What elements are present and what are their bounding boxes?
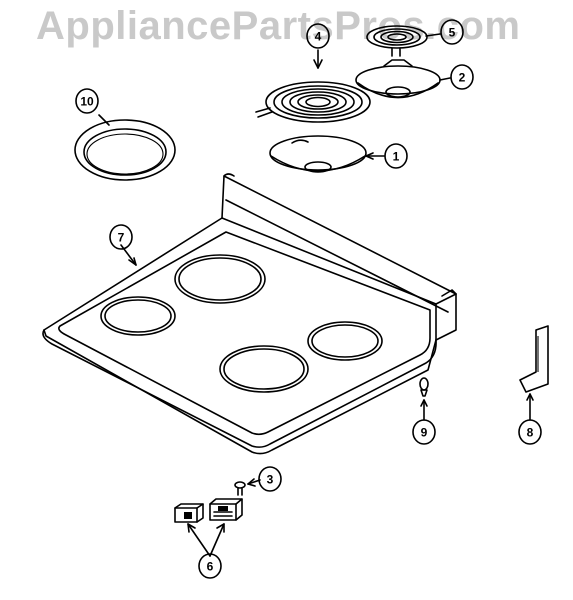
svg-text:1: 1 — [393, 150, 400, 164]
svg-text:6: 6 — [207, 560, 214, 574]
screw-part[interactable] — [234, 481, 246, 496]
large-surface-element-part[interactable] — [255, 81, 371, 123]
callout-1: 1 — [384, 143, 408, 169]
svg-text:8: 8 — [527, 426, 534, 440]
callout-7: 7 — [109, 224, 133, 250]
trim-ring-part[interactable] — [74, 119, 176, 181]
callout-10: 10 — [75, 88, 99, 114]
cooktop-part[interactable] — [42, 173, 457, 455]
svg-text:2: 2 — [459, 71, 466, 85]
callout-3: 3 — [258, 466, 282, 492]
watermark: AppliancePartsPros.com — [36, 4, 521, 48]
small-surface-element-part[interactable] — [366, 25, 428, 57]
callout-8: 8 — [518, 419, 542, 445]
svg-text:9: 9 — [421, 426, 428, 440]
callout-9: 9 — [412, 419, 436, 445]
callout-2: 2 — [450, 64, 474, 90]
terminal-block-part[interactable] — [174, 498, 243, 523]
side-trim-part[interactable] — [519, 325, 549, 393]
callout-5: 5 — [440, 19, 464, 45]
callout-6: 6 — [198, 553, 222, 579]
callout-4: 4 — [306, 23, 330, 49]
large-drip-pan-part[interactable] — [269, 135, 367, 173]
svg-text:7: 7 — [118, 231, 125, 245]
svg-text:10: 10 — [80, 95, 94, 109]
svg-text:4: 4 — [315, 30, 322, 44]
svg-text:3: 3 — [267, 473, 274, 487]
svg-text:5: 5 — [449, 26, 456, 40]
small-drip-pan-part[interactable] — [355, 59, 441, 99]
bumper-part[interactable] — [419, 377, 429, 397]
